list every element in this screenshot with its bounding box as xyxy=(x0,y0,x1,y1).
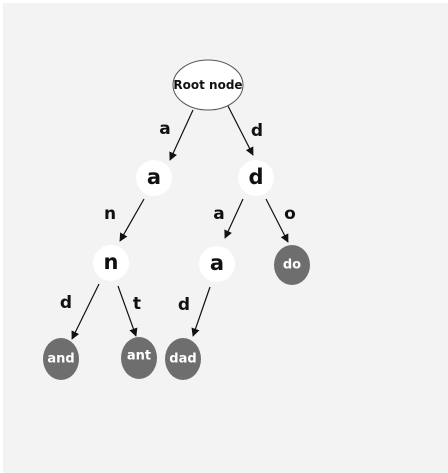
edge-label-a-n: n xyxy=(104,204,116,224)
edge-d-to-do xyxy=(265,198,289,243)
edge-root-to-a xyxy=(169,109,194,161)
edge-label-n-t: t xyxy=(133,294,141,314)
edge-label-n-d: d xyxy=(60,293,72,313)
leaf-node-and-label: and xyxy=(47,352,74,367)
node-a-label: a xyxy=(147,165,161,189)
node-d-label: d xyxy=(248,165,263,189)
node-an xyxy=(93,245,129,281)
leaf-node-ant-label: ant xyxy=(127,349,151,364)
node-d xyxy=(238,160,274,196)
node-an-label: n xyxy=(104,250,119,274)
edge-n-to-and xyxy=(71,283,100,340)
edge-label-d-a: a xyxy=(213,204,224,224)
edge-n-to-ant xyxy=(117,285,138,337)
leaf-node-dad-label: dad xyxy=(169,352,196,367)
edge-label-d-o: o xyxy=(284,204,296,224)
node-a xyxy=(136,160,172,196)
node-da xyxy=(199,246,235,282)
leaf-node-do xyxy=(274,245,310,285)
leaf-node-dad xyxy=(165,338,201,380)
edge-label-a-d: d xyxy=(178,295,190,315)
root-node xyxy=(172,59,244,111)
node-da-label: a xyxy=(210,251,224,275)
leaf-node-do-label: do xyxy=(283,258,301,273)
edge-d-to-a xyxy=(224,198,244,239)
leaf-node-and xyxy=(43,338,79,380)
leaf-node-ant xyxy=(121,337,157,379)
edge-a-to-n xyxy=(119,198,145,242)
edge-a-to-dad xyxy=(191,286,211,337)
edge-root-to-d xyxy=(227,105,254,156)
root-node-label: Root node xyxy=(173,78,242,92)
edge-label-root-d: d xyxy=(251,121,263,141)
edge-label-root-a: a xyxy=(159,119,170,139)
